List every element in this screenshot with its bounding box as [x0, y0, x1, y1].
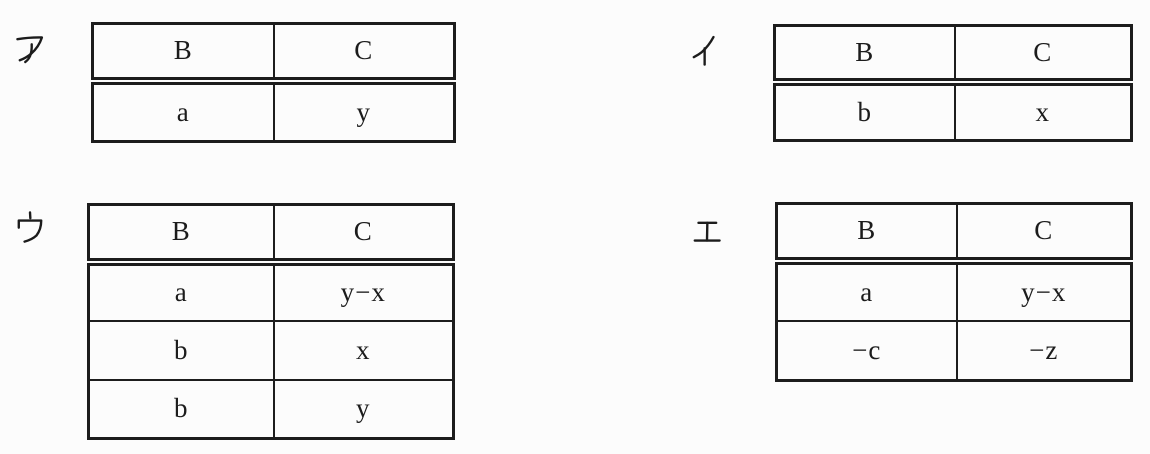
- katakana-u-glyph: [17, 211, 43, 243]
- cell-b: a: [87, 260, 275, 322]
- column-header-b: B: [87, 203, 275, 266]
- cell-b: a: [775, 259, 958, 322]
- table-row: a y: [91, 79, 456, 143]
- cell-c: x: [272, 319, 455, 381]
- column-header-c: C: [272, 203, 455, 266]
- cell-c: y: [272, 79, 456, 143]
- table-row: a y−x: [87, 260, 455, 322]
- cell-b: a: [91, 79, 275, 143]
- column-header-c: C: [272, 22, 456, 85]
- option-label-a: ア: [13, 27, 47, 67]
- cell-b: b: [87, 378, 275, 440]
- cell-b: −c: [775, 319, 958, 382]
- cell-b: b: [87, 319, 275, 381]
- option-table-i: B C b x: [773, 24, 1133, 142]
- option-table-e: B C a y−x −c −z: [775, 202, 1133, 382]
- header-row: B C: [87, 203, 455, 266]
- column-header-c: C: [953, 24, 1133, 86]
- cell-c: y−x: [272, 260, 455, 322]
- column-header-b: B: [91, 22, 275, 85]
- table-row: b x: [87, 319, 455, 381]
- table-row: −c −z: [775, 319, 1133, 382]
- option-label-i: イ: [689, 30, 723, 70]
- cell-c: y: [272, 378, 455, 440]
- cell-c: x: [953, 80, 1133, 142]
- header-row: B C: [775, 202, 1133, 265]
- cell-b: b: [773, 80, 956, 142]
- column-header-b: B: [775, 202, 958, 265]
- option-label-u: ウ: [13, 207, 47, 247]
- table-row: b y: [87, 378, 455, 440]
- column-header-b: B: [773, 24, 956, 86]
- option-table-u: B C a y−x b x b y: [87, 203, 455, 440]
- option-table-a: B C a y: [91, 22, 456, 143]
- table-row: a y−x: [775, 259, 1133, 322]
- katakana-e-glyph: [693, 221, 721, 242]
- katakana-a-glyph: [16, 36, 44, 64]
- cell-c: −z: [955, 319, 1133, 382]
- header-row: B C: [91, 22, 456, 85]
- column-header-c: C: [955, 202, 1133, 265]
- table-row: b x: [773, 80, 1133, 142]
- cell-c: y−x: [955, 259, 1133, 322]
- katakana-i-glyph: [692, 35, 715, 66]
- option-label-e: エ: [690, 211, 724, 251]
- header-row: B C: [773, 24, 1133, 86]
